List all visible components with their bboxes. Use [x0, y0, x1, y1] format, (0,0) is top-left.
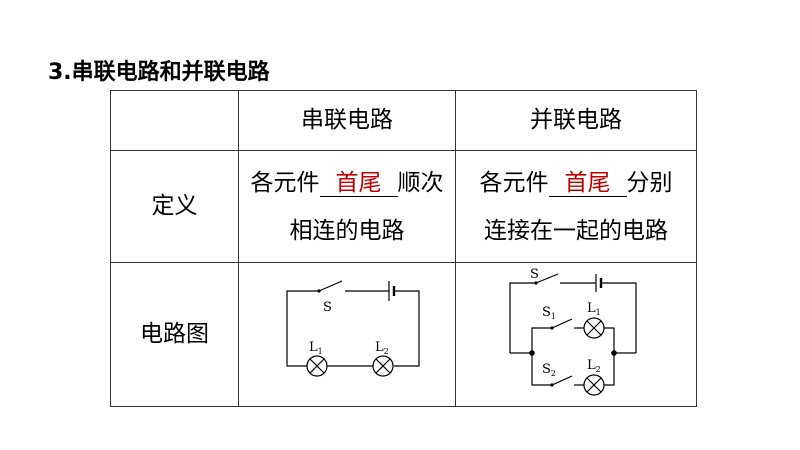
- series-switch-blade: [318, 280, 343, 292]
- parallel-circuit-diagram: S S1 L1 S2 L2: [509, 267, 637, 396]
- series-lamp1-label: L1: [309, 340, 323, 356]
- parallel-lamp2-label: L2: [587, 358, 601, 374]
- parallel-switch2-label: S2: [542, 362, 556, 378]
- parallel-branch2-left: [531, 353, 552, 386]
- parallel-main-switch-pivot: [534, 281, 538, 285]
- parallel-def-prefix: 各元件: [479, 169, 549, 196]
- parallel-branch2-right: [604, 353, 615, 386]
- header-empty-cell: [110, 90, 239, 151]
- series-lamp1-cross-b: [309, 358, 325, 374]
- parallel-wire-main-right: [601, 282, 637, 353]
- parallel-lamp1-cross-b: [586, 320, 602, 336]
- parallel-branch1-left: [531, 327, 552, 353]
- series-def-suffix: 顺次: [397, 169, 444, 196]
- header-series-circuit: 串联电路: [238, 90, 456, 151]
- table-header-row: 串联电路 并联电路: [110, 90, 697, 151]
- parallel-wire-main-left: [509, 282, 536, 353]
- parallel-definition-cell: 各元件首尾分别 连接在一起的电路: [455, 150, 697, 263]
- table-row-diagram: 电路图: [110, 262, 697, 407]
- parallel-switch2-pivot: [550, 383, 554, 387]
- parallel-switch1-label: S1: [542, 305, 556, 321]
- series-def-prefix: 各元件: [250, 169, 320, 196]
- series-lamp2-icon: [372, 355, 394, 377]
- parallel-definition-line1: 各元件首尾分别: [456, 169, 696, 197]
- series-definition-line1: 各元件首尾顺次: [239, 169, 455, 197]
- parallel-junction-right: [611, 350, 617, 356]
- series-circuit-diagram: S L1 L2: [286, 280, 420, 377]
- row-label-definition: 定义: [110, 150, 239, 263]
- parallel-switch2-blade: [551, 375, 573, 386]
- series-lamp1-icon: [306, 355, 328, 377]
- parallel-branch1-right: [604, 327, 615, 353]
- parallel-lamp2-cross-b: [586, 377, 602, 393]
- table-row-definition: 定义 各元件首尾顺次 相连的电路 各元件首尾分别 连接在一起的电路: [110, 150, 697, 263]
- parallel-switch1-blade: [551, 318, 573, 329]
- row-label-diagram: 电路图: [110, 262, 239, 407]
- header-parallel-circuit: 并联电路: [455, 90, 697, 151]
- series-wire-left: [286, 290, 319, 367]
- series-definition-cell: 各元件首尾顺次 相连的电路: [238, 150, 456, 263]
- comparison-table: 串联电路 并联电路 定义 各元件首尾顺次 相连的电路 各元件首尾分别 连接在一起…: [110, 90, 697, 407]
- parallel-def-suffix: 分别: [626, 169, 673, 196]
- parallel-junction-left: [529, 350, 535, 356]
- parallel-diagram-cell: S S1 L1 S2 L2: [455, 262, 697, 407]
- parallel-main-switch-blade: [535, 273, 559, 284]
- series-switch-pivot: [317, 289, 321, 293]
- parallel-def-answer: 首尾: [548, 170, 627, 197]
- series-diagram-cell: S L1 L2: [238, 262, 456, 407]
- series-lamp2-cross-b: [375, 358, 391, 374]
- series-lamp2-label: L2: [375, 340, 389, 356]
- parallel-switch1-pivot: [550, 326, 554, 330]
- parallel-main-switch-label: S: [530, 267, 539, 282]
- section-title: 3.串联电路和并联电路: [48, 60, 270, 85]
- parallel-lamp1-label: L1: [587, 301, 601, 317]
- parallel-definition-line2: 连接在一起的电路: [484, 217, 668, 244]
- series-definition-line2: 相连的电路: [289, 217, 405, 244]
- series-switch-label: S: [323, 300, 332, 315]
- series-def-answer: 首尾: [319, 170, 398, 197]
- series-wire-right: [394, 290, 420, 367]
